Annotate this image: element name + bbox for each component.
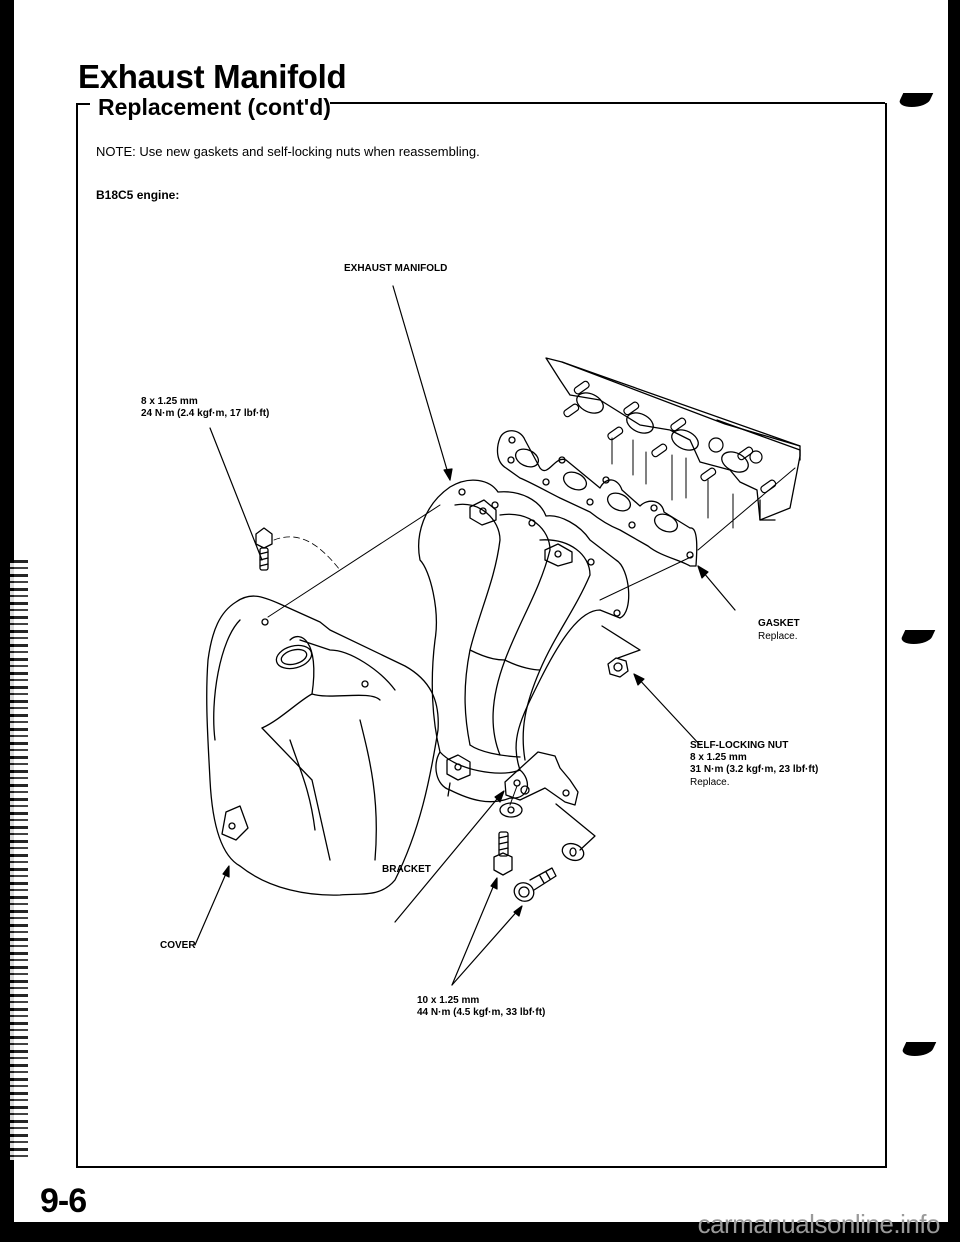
label-bracket-bolt-torque: 44 N·m (4.5 kgf·m, 33 lbf·ft) <box>417 1007 546 1018</box>
scan-edge-right <box>948 0 960 1242</box>
scan-edge-left-noise <box>10 560 28 1160</box>
section-title: Replacement (cont'd) <box>98 94 331 120</box>
bracket-bolts <box>493 831 557 902</box>
arrowhead <box>513 905 523 917</box>
page-title: Exhaust Manifold <box>78 58 347 95</box>
label-gasket: GASKET <box>758 618 800 629</box>
label-gasket-note: Replace. <box>758 631 797 643</box>
engine-label: B18C5 engine: <box>96 188 180 202</box>
label-exhaust-manifold: EXHAUST MANIFOLD <box>344 263 448 274</box>
frame-top-left <box>76 103 90 105</box>
cover <box>206 595 439 896</box>
label-bracket: BRACKET <box>382 864 431 875</box>
leader-bracket-bolt-b <box>451 907 521 986</box>
alignment-line <box>267 504 441 618</box>
arrowhead <box>494 790 505 803</box>
label-cover-bolt-size: 8 x 1.25 mm <box>141 396 198 407</box>
bracket <box>499 751 596 862</box>
label-cover-bolt-torque: 24 N·m (2.4 kgf·m, 17 lbf·ft) <box>141 408 270 419</box>
leader-cover-bolt <box>209 427 263 561</box>
cylinder-head <box>545 357 801 529</box>
label-self-locking-nut: SELF-LOCKING NUT <box>690 740 789 751</box>
self-locking-nut <box>601 625 641 678</box>
leader-bracket <box>394 792 503 923</box>
label-nut-torque: 31 N·m (3.2 kgf·m, 23 lbf·ft) <box>690 764 819 775</box>
cover-bolt <box>255 527 341 571</box>
leader-nut <box>635 675 701 746</box>
scan-edge-bottom <box>0 1222 960 1242</box>
label-cover: COVER <box>160 940 196 951</box>
arrowhead <box>633 673 645 686</box>
leader-lines <box>194 285 736 986</box>
gasket <box>496 430 698 567</box>
content-frame <box>76 103 887 1168</box>
label-nut-size: 8 x 1.25 mm <box>690 752 747 763</box>
gasket-note-text: Replace. <box>758 631 798 642</box>
frame-top-right <box>330 102 885 104</box>
leader-bracket-bolt-a <box>451 879 497 986</box>
leader-cover <box>194 868 229 946</box>
leader-exhaust-manifold <box>392 285 451 481</box>
arrowhead <box>443 468 453 481</box>
note-text: NOTE: Use new gaskets and self-locking n… <box>96 144 480 159</box>
nut-note-text: Replace. <box>690 777 730 788</box>
studs <box>563 380 777 494</box>
watermark[interactable]: carmanualsonline.info <box>697 1209 941 1239</box>
alignment-line <box>599 555 694 601</box>
arrowhead <box>490 877 498 890</box>
arrowhead <box>222 865 230 878</box>
arrowhead <box>697 565 709 579</box>
label-bracket-bolt-size: 10 x 1.25 mm <box>417 995 480 1006</box>
label-nut-note: Replace. <box>690 777 729 789</box>
alignment-line <box>697 467 796 551</box>
exhaust-manifold <box>418 479 630 803</box>
page-number: 9-6 <box>40 1182 87 1220</box>
